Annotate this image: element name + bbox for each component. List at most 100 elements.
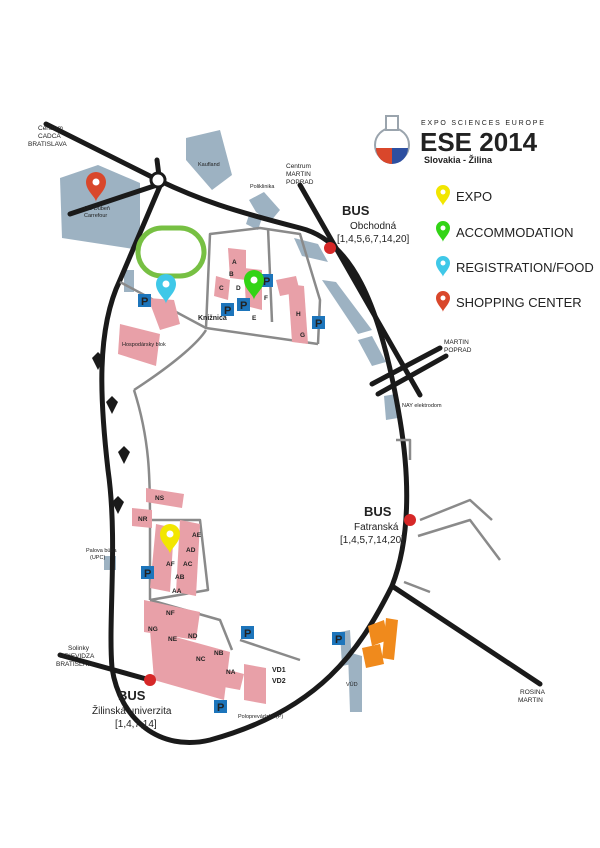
svg-text:P: P [315, 318, 322, 330]
bus-stop-fatranska[interactable]: BUS Fatranská [1,4,5,7,14,20] [340, 504, 416, 546]
logo-subtitle: Slovakia - Žilina [424, 154, 493, 165]
svg-text:Carrefour: Carrefour [84, 213, 107, 219]
legend-label: EXPO [456, 189, 492, 204]
svg-text:BRATISLAVA: BRATISLAVA [56, 661, 95, 668]
parking-icon: P [221, 303, 234, 317]
block-label-ns: NS [155, 495, 165, 502]
legend-label: ACCOMMODATION [456, 225, 573, 240]
pin-icon [86, 172, 106, 202]
roundabout [149, 171, 167, 189]
parking-icon: P [241, 626, 254, 640]
stadium [135, 225, 207, 279]
block-label-h: H [296, 311, 301, 318]
label-kniznica: Knižnica [198, 315, 227, 322]
grey-buildings [60, 130, 398, 712]
svg-text:P: P [335, 634, 342, 646]
label-palova-buda: Palova búda [86, 548, 118, 554]
block-label-f: F [264, 295, 268, 302]
block-label-af: AF [166, 561, 175, 568]
label-vud: VÚD [346, 681, 358, 688]
block-label-nb: NB [214, 650, 224, 657]
bus-stop-marker [144, 674, 156, 686]
block-labels: A B C D E F G H NS NR AE AD AC AF AB AA … [138, 259, 305, 685]
ese-logo: EXPO SCIENCES EUROPE ESE 2014 Slovakia -… [374, 115, 546, 165]
bus-stop-obchodna[interactable]: BUS Obchodná [1,4,5,6,7,14,20] [324, 203, 410, 254]
shopping-center-pin[interactable] [86, 172, 106, 202]
legend-item-accommodation: ACCOMMODATION [436, 221, 573, 242]
svg-text:POPRAD: POPRAD [444, 347, 472, 354]
bus-stop-name: Fatranská [354, 522, 399, 533]
label-poliklinika: Poliklinika [250, 184, 275, 190]
bus-stop-name: Žilinská univerzita [92, 704, 172, 717]
building-oc-duben [60, 165, 140, 250]
road-martin [297, 182, 423, 398]
svg-text:PRIEVIDZA: PRIEVIDZA [60, 653, 95, 660]
block-label-ne: NE [168, 636, 178, 643]
label-poloprevadzka: Poloprevádzka (P) [238, 714, 283, 720]
svg-text:P: P [141, 296, 148, 308]
bus-title: BUS [364, 504, 392, 519]
label-kaufland: Kaufland [198, 162, 220, 168]
parking-icon: P [237, 298, 250, 312]
direction-martin-poprad: MARTIN [444, 339, 469, 346]
parking-icon: P [141, 566, 154, 580]
block-label-ad: AD [186, 547, 196, 554]
bus-stop-name: Obchodná [350, 221, 397, 232]
vud-buildings [362, 618, 398, 668]
block-label-na: NA [226, 669, 236, 676]
pin-icon [436, 291, 450, 312]
parking-icon: P [332, 632, 345, 646]
label-oc-duben: OC Dubeň [84, 206, 110, 212]
block-label-nf: NF [166, 610, 175, 617]
flask-icon [374, 115, 410, 164]
legend-label: SHOPPING CENTER [456, 295, 582, 310]
direction-labels: Centrum CADCA BRATISLAVA Centrum MARTIN … [28, 125, 546, 704]
expo-pin[interactable] [160, 524, 180, 554]
svg-text:P: P [144, 568, 151, 580]
logo-top-line: EXPO SCIENCES EUROPE [421, 120, 546, 127]
svg-text:P: P [240, 300, 247, 312]
bus-stop-marker [404, 514, 416, 526]
svg-text:P: P [224, 305, 231, 317]
bus-title: BUS [118, 688, 146, 703]
bus-title: BUS [342, 203, 370, 218]
svg-text:BRATISLAVA: BRATISLAVA [28, 141, 67, 148]
block-label-b: B [229, 271, 234, 278]
bus-lines: [1,4,7,14] [115, 719, 157, 730]
pin-icon [436, 256, 450, 277]
svg-text:(UPC): (UPC) [90, 555, 105, 561]
registration-food-pin[interactable] [156, 274, 176, 304]
block-label-e: E [252, 315, 257, 322]
block-label-d: D [236, 285, 241, 292]
block-label-ae: AE [192, 532, 202, 539]
direction-solinky: Solinky [68, 645, 90, 652]
label-hospodarsky-blok: Hospodársky blok [122, 342, 166, 348]
parking-signs: P P P P P P P P P [138, 274, 345, 714]
svg-text:P: P [244, 628, 251, 640]
logo-title: ESE 2014 [420, 127, 538, 157]
block-label-ab: AB [175, 574, 185, 581]
svg-text:CADCA: CADCA [38, 133, 61, 140]
place-labels: OC Dubeň Carrefour Kaufland Poliklinika … [84, 162, 442, 720]
pin-icon [160, 524, 180, 554]
svg-text:P: P [217, 702, 224, 714]
accommodation-pin[interactable] [244, 270, 264, 300]
legend-item-expo: EXPO [436, 185, 492, 206]
block-label-nc: NC [196, 656, 206, 663]
block-label-c: C [219, 285, 224, 292]
road-cadca [43, 121, 161, 183]
block-label-nr: NR [138, 516, 148, 523]
bus-stop-zilinska[interactable]: BUS Žilinská univerzita [1,4,7,14] [92, 674, 172, 730]
road-solinky [57, 652, 153, 683]
block-label-g: G [300, 332, 305, 339]
legend-item-registration: REGISTRATION/FOOD [436, 256, 594, 277]
parking-icon: P [214, 700, 227, 714]
block-label-ng: NG [148, 626, 158, 633]
block-label-nd: ND [188, 633, 198, 640]
legend-item-shopping: SHOPPING CENTER [436, 291, 582, 312]
direction-arrows [92, 352, 130, 514]
direction-martin-centre: Centrum [286, 163, 311, 170]
pin-icon [156, 274, 176, 304]
svg-text:MARTIN: MARTIN [518, 697, 543, 704]
